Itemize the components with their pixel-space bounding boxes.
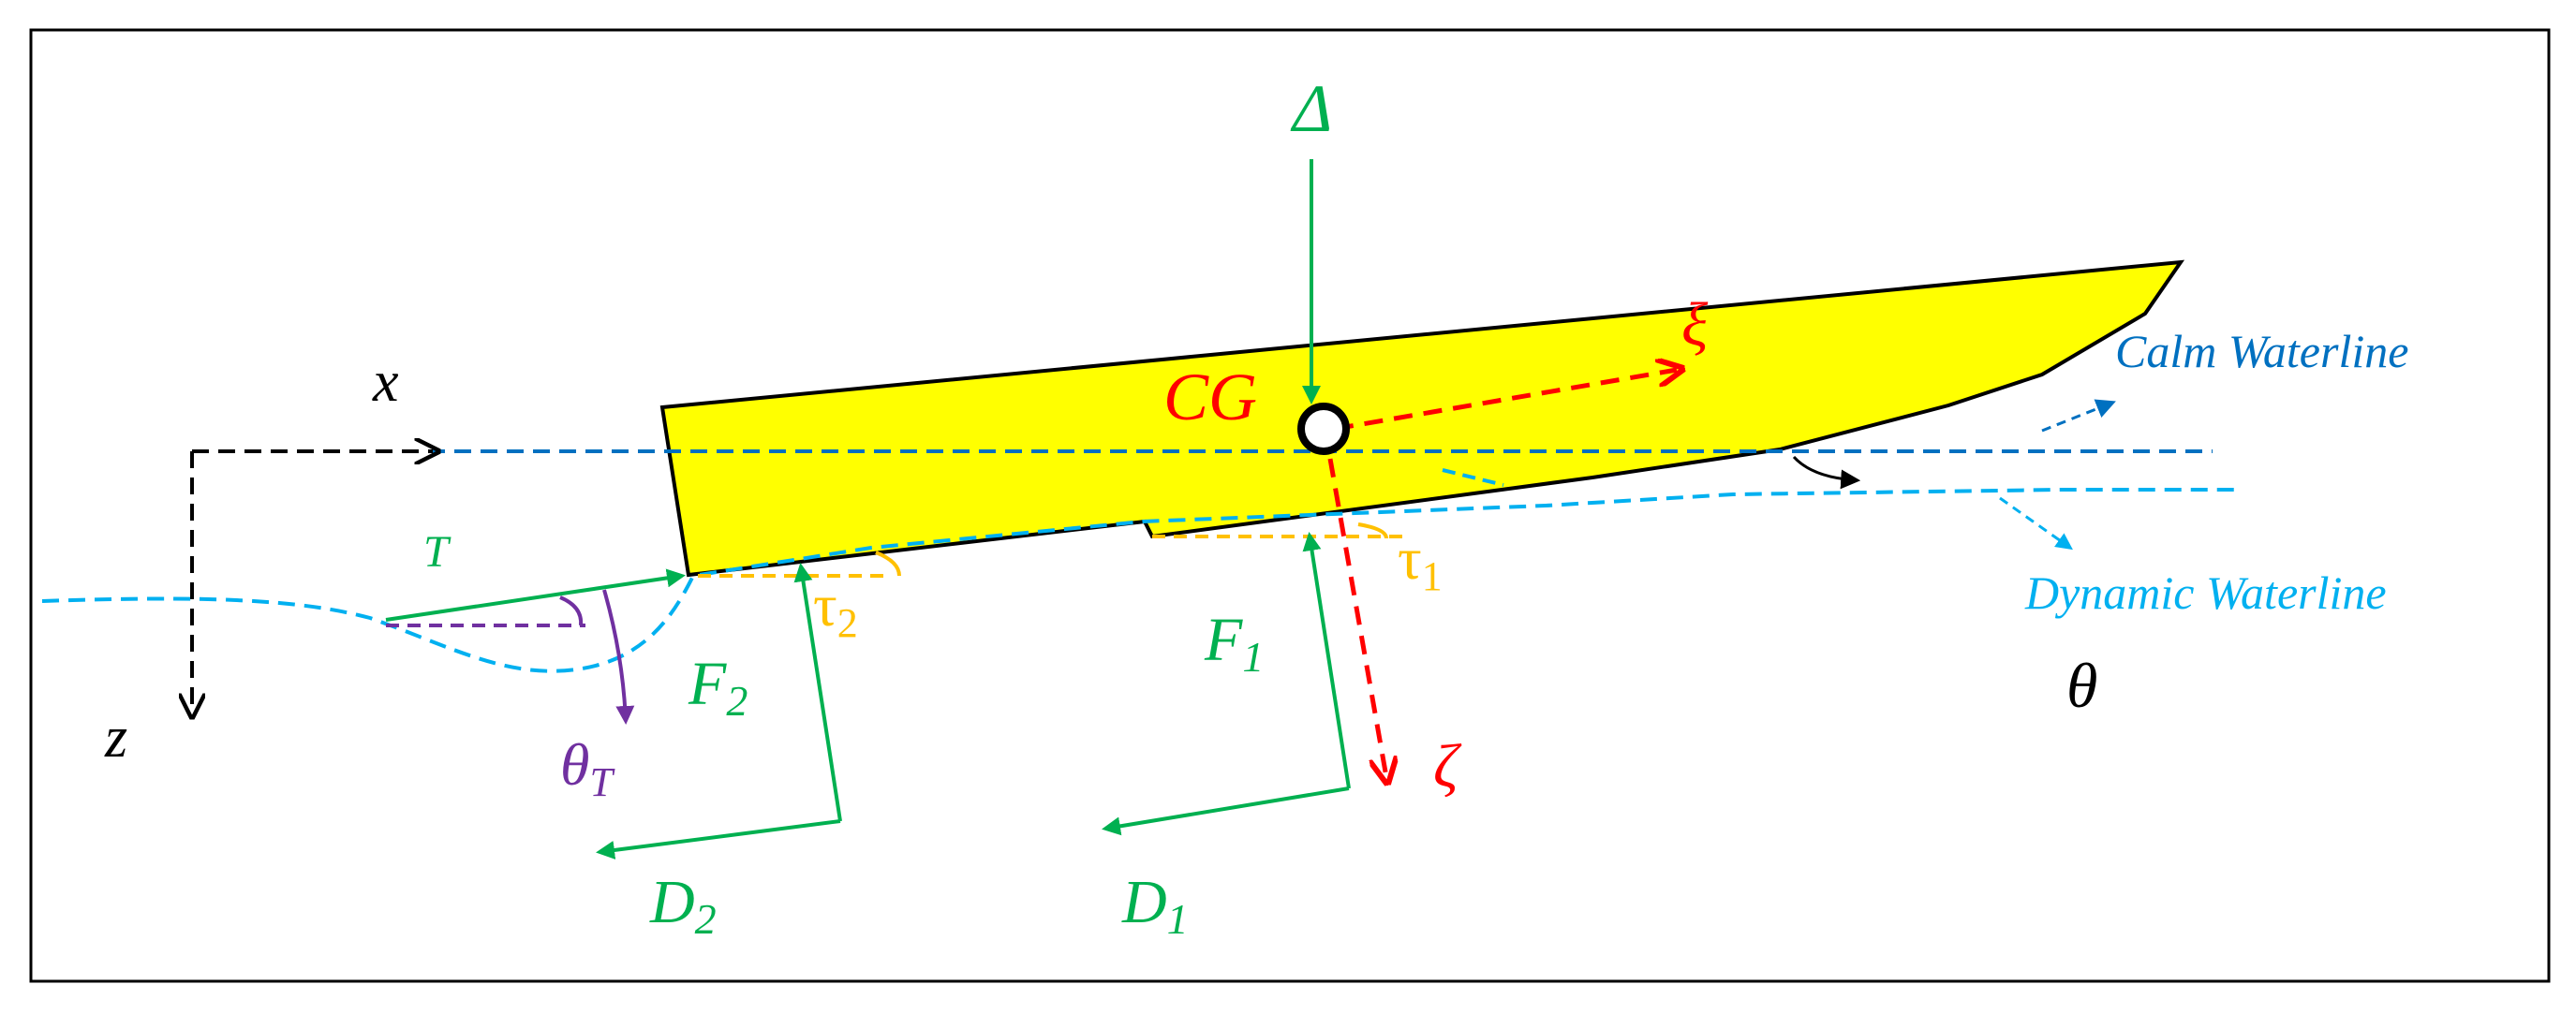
- d2-label: D2: [649, 868, 717, 943]
- dynamic-waterline: [41, 488, 2234, 673]
- theta-t-sub: T: [589, 759, 615, 805]
- f1-label: F1: [1204, 606, 1264, 681]
- zeta-label: ζ: [1433, 732, 1462, 801]
- tau2-arc: [875, 551, 901, 577]
- thrust-angle-arc: [559, 595, 584, 626]
- tau2-sub: 2: [837, 600, 858, 646]
- calm-waterline-pointer: [2041, 399, 2116, 433]
- f1-sub: 1: [1242, 633, 1264, 681]
- d2-sub: 2: [695, 895, 717, 943]
- theta-t-arrow: [602, 589, 635, 725]
- f1-arrow: [1302, 532, 1351, 789]
- zeta-axis: [1327, 458, 1386, 777]
- d2-arrow: [596, 819, 841, 860]
- thrust-arrow: [385, 568, 686, 622]
- tau2-base: τ: [813, 572, 837, 639]
- f2-base: F: [688, 650, 727, 718]
- d1-arrow: [1102, 786, 1350, 836]
- z-axis-label: z: [104, 706, 127, 770]
- theta-t-base: θ: [560, 731, 589, 798]
- displacement-label: Δ: [1290, 71, 1332, 146]
- dynamic-waterline-segment: [1442, 468, 1504, 487]
- dynamic-waterline-label: Dynamic Waterline: [2024, 566, 2387, 619]
- tau1-arc: [1357, 522, 1388, 539]
- f1-base: F: [1204, 606, 1243, 674]
- calm-waterline-label: Calm Waterline: [2115, 325, 2408, 377]
- d1-base: D: [1121, 868, 1167, 936]
- tau1-label: τ1: [1398, 525, 1443, 599]
- cg-marker: [1297, 403, 1350, 455]
- d1-label: D1: [1121, 868, 1189, 943]
- trim-angle-arc: [1792, 455, 1861, 490]
- theta-t-label: θT: [560, 731, 615, 805]
- f2-arrow: [793, 563, 842, 822]
- theta-label: θ: [2066, 650, 2097, 721]
- tau2-label: τ2: [813, 572, 858, 646]
- xi-label: ξ: [1681, 290, 1709, 359]
- d1-sub: 1: [1167, 895, 1189, 943]
- f2-sub: 2: [726, 677, 748, 725]
- x-axis-label: x: [372, 350, 399, 414]
- tau1-sub: 1: [1422, 553, 1443, 599]
- cg-label: CG: [1163, 360, 1257, 434]
- thrust-label: T: [423, 527, 452, 577]
- f2-label: F2: [688, 650, 748, 725]
- d2-base: D: [649, 868, 695, 936]
- dynamic-waterline-pointer: [1999, 496, 2073, 551]
- frame-border: [29, 28, 2551, 983]
- tau1-base: τ: [1398, 525, 1422, 592]
